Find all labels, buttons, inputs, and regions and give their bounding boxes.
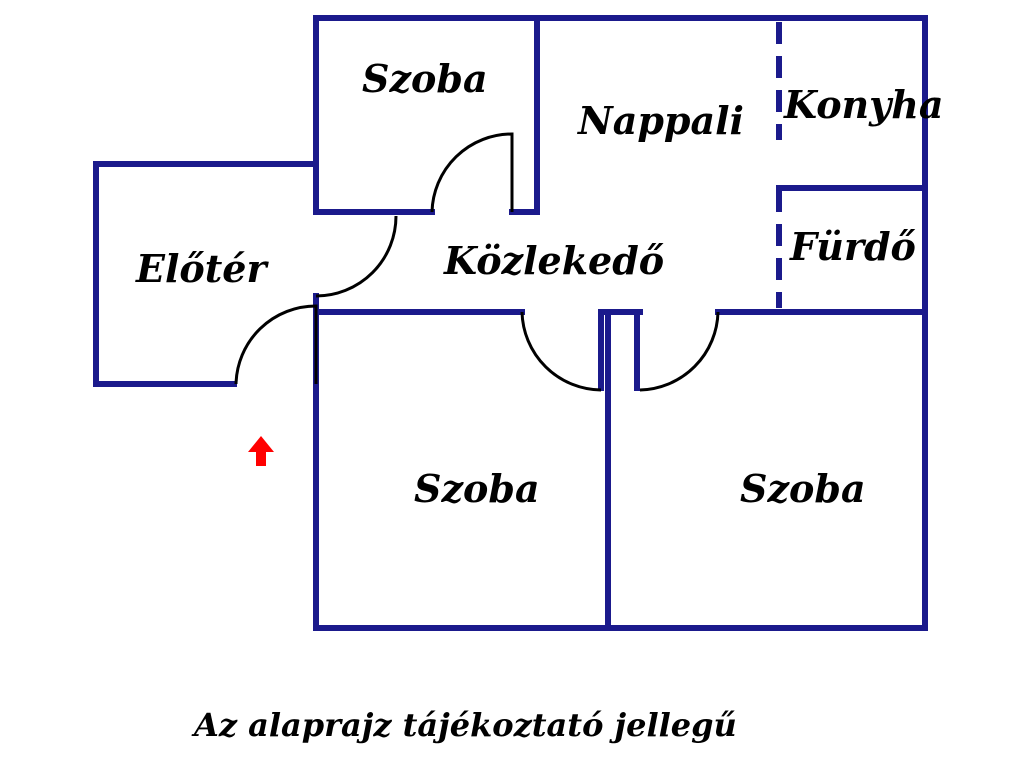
door-entrance — [234, 304, 318, 385]
door-szoba-bottom-right — [639, 311, 720, 392]
room-label-szoba-bottom-left: Szoba — [414, 466, 540, 511]
footnote: Az alaprajz tájékoztató jellegű — [191, 706, 737, 744]
arrow-up-icon — [248, 436, 274, 466]
room-label-konyha: Konyha — [783, 82, 944, 127]
room-label-eloter: Előtér — [135, 246, 269, 291]
room-label-szoba-top: Szoba — [362, 56, 488, 101]
room-label-furdo: Fürdő — [789, 224, 916, 269]
door-szoba-top — [430, 132, 514, 213]
room-label-nappali: Nappali — [577, 98, 744, 143]
doors — [234, 132, 720, 392]
door-szoba-bottom-left — [520, 311, 602, 392]
room-label-szoba-bottom-right: Szoba — [740, 466, 866, 511]
room-labels: Szoba Nappali Konyha Előtér Közlekedő Fü… — [135, 56, 944, 511]
walls — [93, 15, 928, 631]
door-eloter-kozlekedo — [315, 215, 398, 298]
room-label-kozlekedo: Közlekedő — [443, 238, 664, 283]
